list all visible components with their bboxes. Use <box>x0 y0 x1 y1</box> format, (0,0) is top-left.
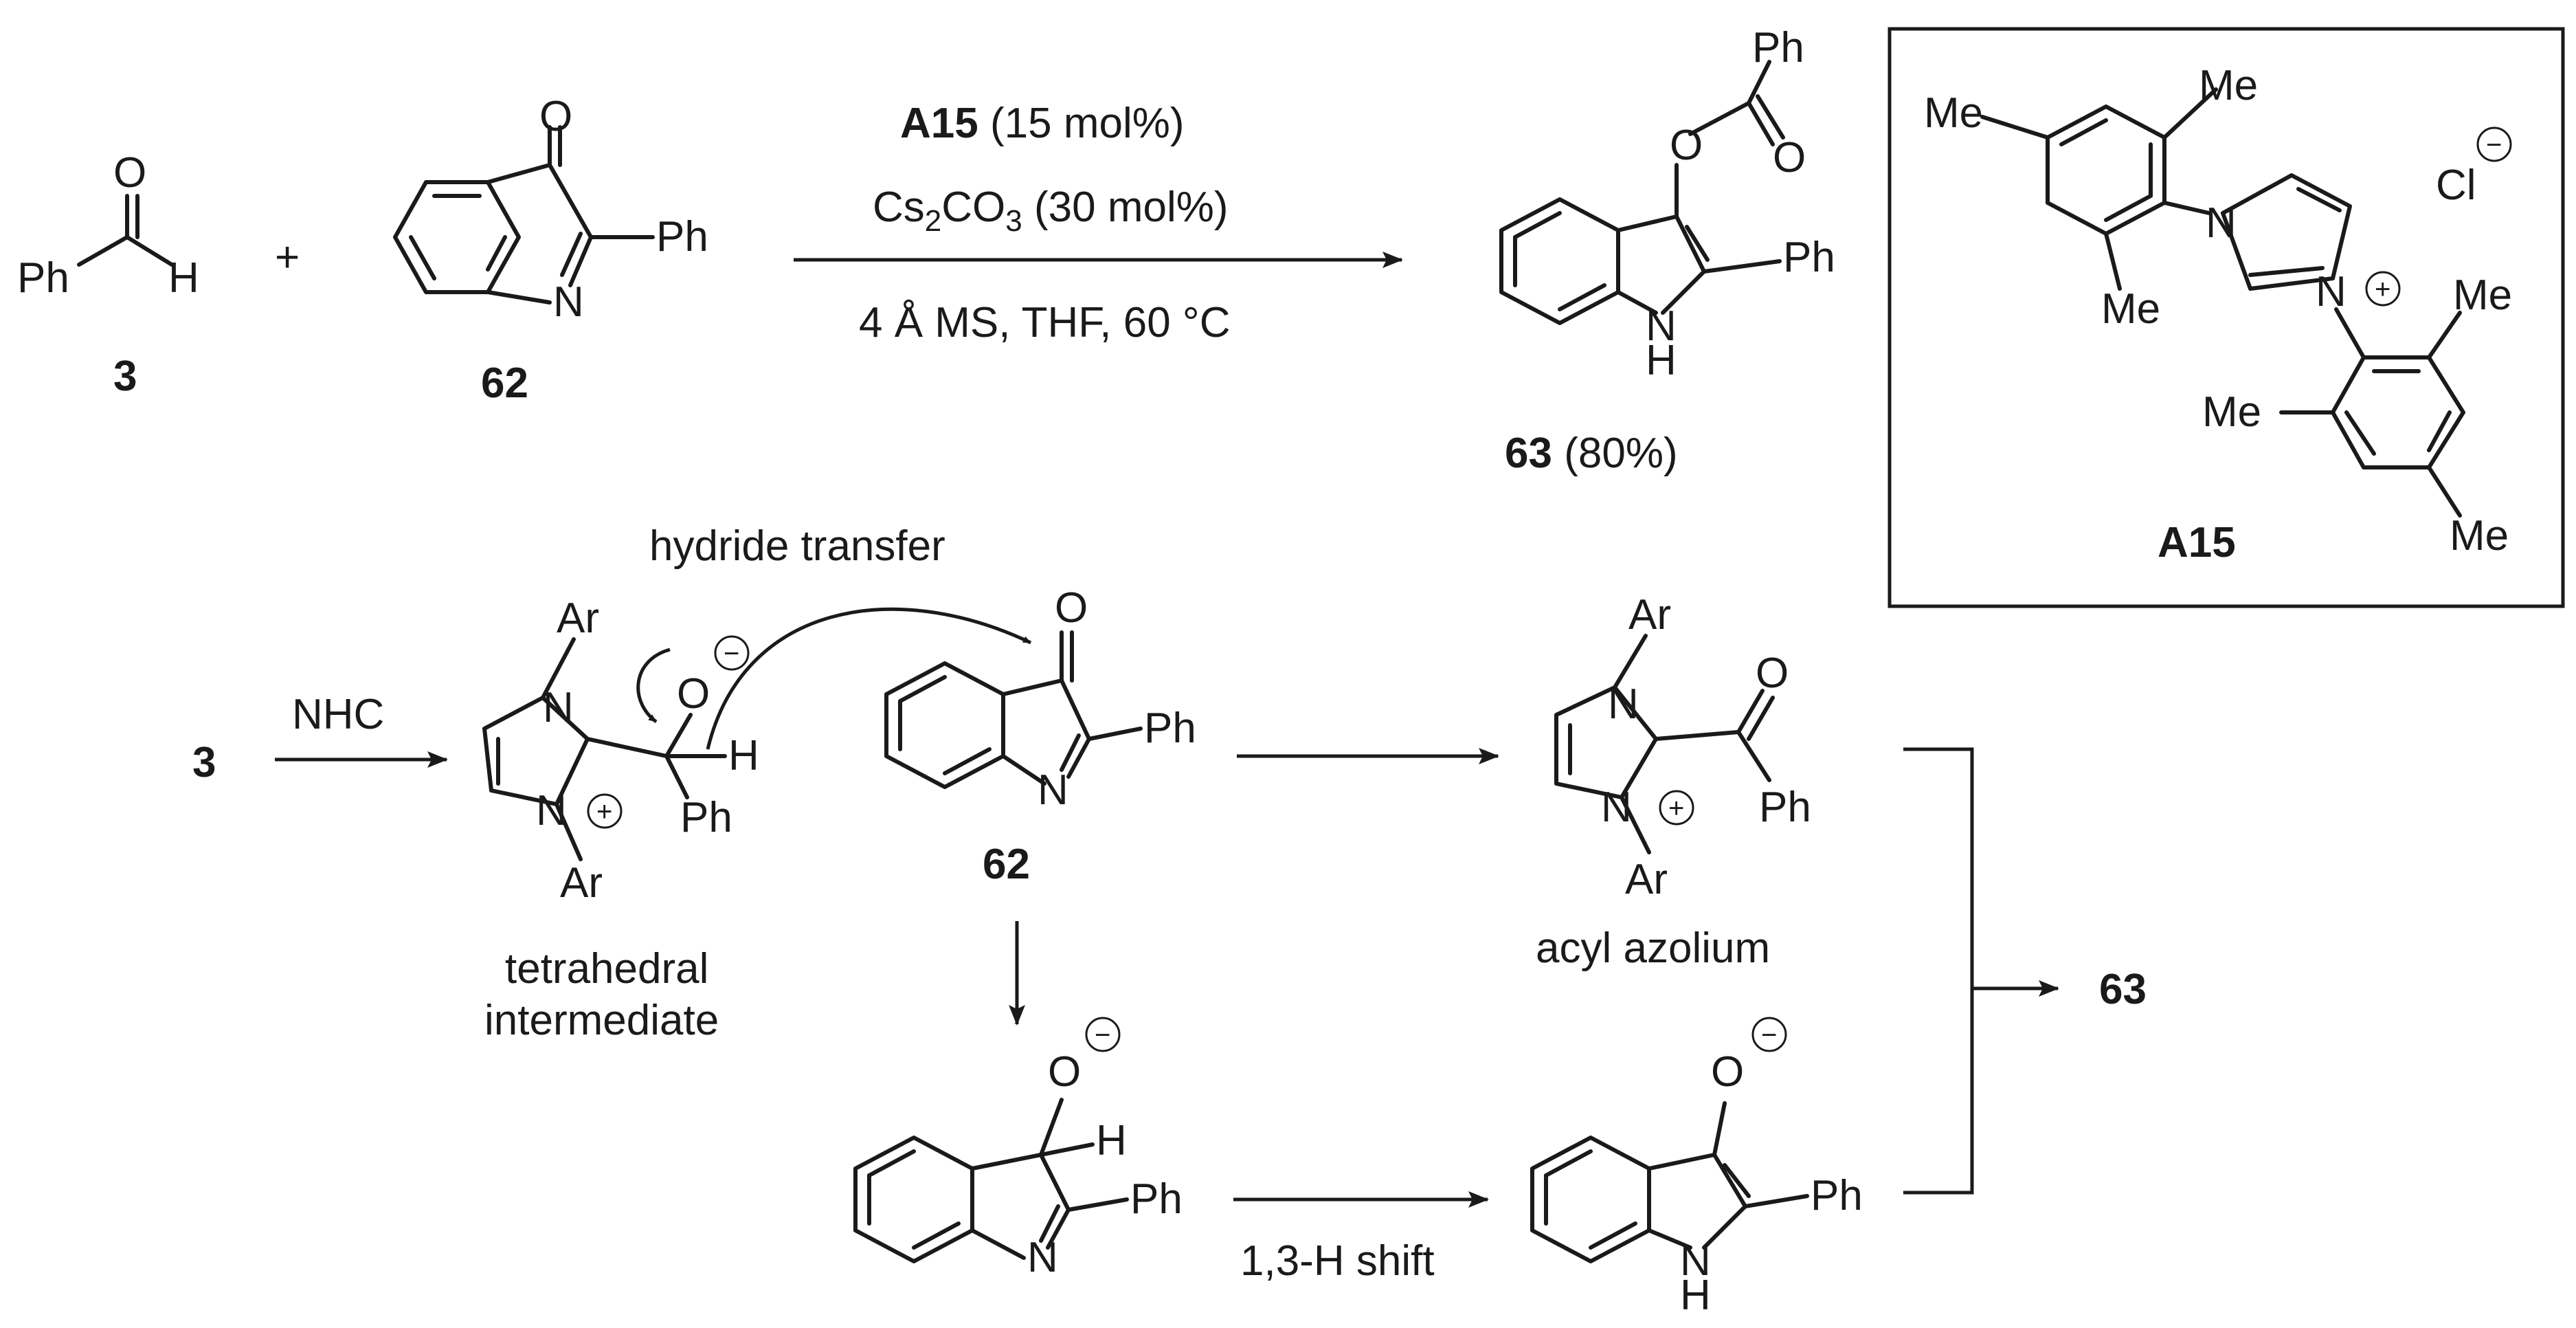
compound-63-product: O O Ph Ph N H 63 (80%) <box>1499 24 1835 477</box>
conditions-base: Cs2CO3 (30 mol%) <box>873 184 1229 238</box>
atom-Ar: Ar <box>1625 856 1668 903</box>
product-label: 63 (80%) <box>1505 430 1678 477</box>
atom-Me: Me <box>2202 388 2261 436</box>
atom-N: N <box>536 787 567 834</box>
alkoxide-intermediate: O − H N Ph <box>853 1017 1183 1281</box>
anion-sign: − <box>1095 1020 1110 1050</box>
atom-O: O <box>1756 650 1789 697</box>
atom-O: O <box>1670 122 1703 169</box>
atom-O: O <box>1048 1048 1081 1096</box>
atom-Ph: Ph <box>1783 234 1835 281</box>
label-62: 62 <box>983 841 1030 888</box>
atom-N: N <box>1680 1237 1711 1285</box>
atom-Ph: Ph <box>656 213 708 261</box>
anion-charge-icon <box>1751 1017 1787 1052</box>
atom-H: H <box>1096 1117 1127 1164</box>
atom-Ph: Ph <box>680 794 732 841</box>
mech-end-63: 63 <box>2099 966 2147 1013</box>
anion-sign: − <box>2486 130 2502 160</box>
convergence-bracket <box>1903 747 1974 1195</box>
anion-charge-icon <box>714 635 750 671</box>
atom-Me: Me <box>2453 272 2512 319</box>
atom-N: N <box>2206 199 2237 247</box>
cation-sign: + <box>2375 274 2390 305</box>
anion-charge-icon <box>1085 1017 1121 1052</box>
conditions-solvent: 4 Å MS, THF, 60 °C <box>859 299 1230 346</box>
acyl-azolium-label: acyl azolium <box>1536 925 1770 972</box>
curved-arrow-hydride <box>636 648 671 723</box>
atom-Ph: Ph <box>17 254 69 302</box>
atom-Ar: Ar <box>560 859 603 907</box>
mech-start-3: 3 <box>192 739 216 786</box>
atom-O: O <box>539 93 572 140</box>
atom-H: H <box>728 732 759 779</box>
curved-arrow-transfer <box>706 607 1032 750</box>
shift-label: 1,3-H shift <box>1240 1237 1435 1285</box>
atom-N: N <box>1038 766 1068 814</box>
atom-H: H <box>1646 337 1677 384</box>
atom-Me: Me <box>1924 89 1983 137</box>
compound-3-benzaldehyde: O Ph H 3 <box>17 149 199 400</box>
label-3: 3 <box>113 353 137 400</box>
atom-H: H <box>168 254 199 302</box>
mech-compound-62: O N Ph 62 <box>884 584 1196 888</box>
atom-N: N <box>543 684 574 731</box>
atom-Me: Me <box>2101 285 2160 333</box>
cation-sign: + <box>1668 793 1684 823</box>
atom-Ph: Ph <box>1130 1175 1183 1223</box>
cation-charge-icon <box>2365 271 2401 307</box>
enolate-intermediate: O − N H Ph <box>1530 1017 1863 1319</box>
atom-N: N <box>1646 302 1677 350</box>
cation-charge-icon <box>1659 790 1694 826</box>
anion-sign: − <box>1761 1020 1777 1050</box>
atom-Ph: Ph <box>1752 24 1804 71</box>
tetrahedral-label-line1: tetrahedral <box>505 945 708 993</box>
tetrahedral-intermediate: N N + Ar Ar O − H Ph tetrahedral interme… <box>482 595 759 1044</box>
acyl-azolium: N N + Ar Ar O Ph acyl azolium <box>1536 591 1811 972</box>
catalyst-frame <box>1888 27 2565 608</box>
atom-Cl: Cl <box>2436 162 2476 209</box>
atom-O: O <box>1773 134 1806 181</box>
hydride-transfer-label: hydride transfer <box>649 522 945 570</box>
atom-H: H <box>1680 1272 1711 1319</box>
atom-Ph: Ph <box>1759 784 1811 831</box>
label-A15: A15 <box>2158 519 2236 566</box>
tetrahedral-label-line2: intermediate <box>484 997 719 1044</box>
atom-Ar: Ar <box>557 595 599 642</box>
anion-sign: − <box>724 639 739 669</box>
compound-62-indolone: O N Ph 62 <box>393 93 708 407</box>
atom-O: O <box>113 149 146 197</box>
atom-Me: Me <box>2199 62 2258 109</box>
atom-O: O <box>1711 1048 1744 1096</box>
reagent-nhc: NHC <box>292 691 384 738</box>
atom-N: N <box>1601 784 1632 831</box>
catalyst-a15-box: Me Me Me N N + Cl − Me Me Me A15 <box>1888 27 2565 608</box>
cation-charge-icon <box>587 793 623 829</box>
atom-Ph: Ph <box>1811 1172 1863 1219</box>
plus-sign: + <box>275 234 300 281</box>
cation-sign: + <box>596 797 612 827</box>
atom-O: O <box>677 670 710 718</box>
label-62: 62 <box>481 359 528 407</box>
atom-N: N <box>1608 680 1639 728</box>
atom-Ph: Ph <box>1144 705 1196 752</box>
anion-charge-icon <box>2476 126 2512 162</box>
atom-N: N <box>1027 1234 1058 1281</box>
atom-O: O <box>1055 584 1088 632</box>
conditions-catalyst: A15 (15 mol%) <box>900 100 1185 147</box>
atom-Ar: Ar <box>1628 591 1671 639</box>
atom-N: N <box>2316 268 2347 316</box>
atom-N: N <box>553 278 584 326</box>
atom-Me: Me <box>2450 512 2509 560</box>
